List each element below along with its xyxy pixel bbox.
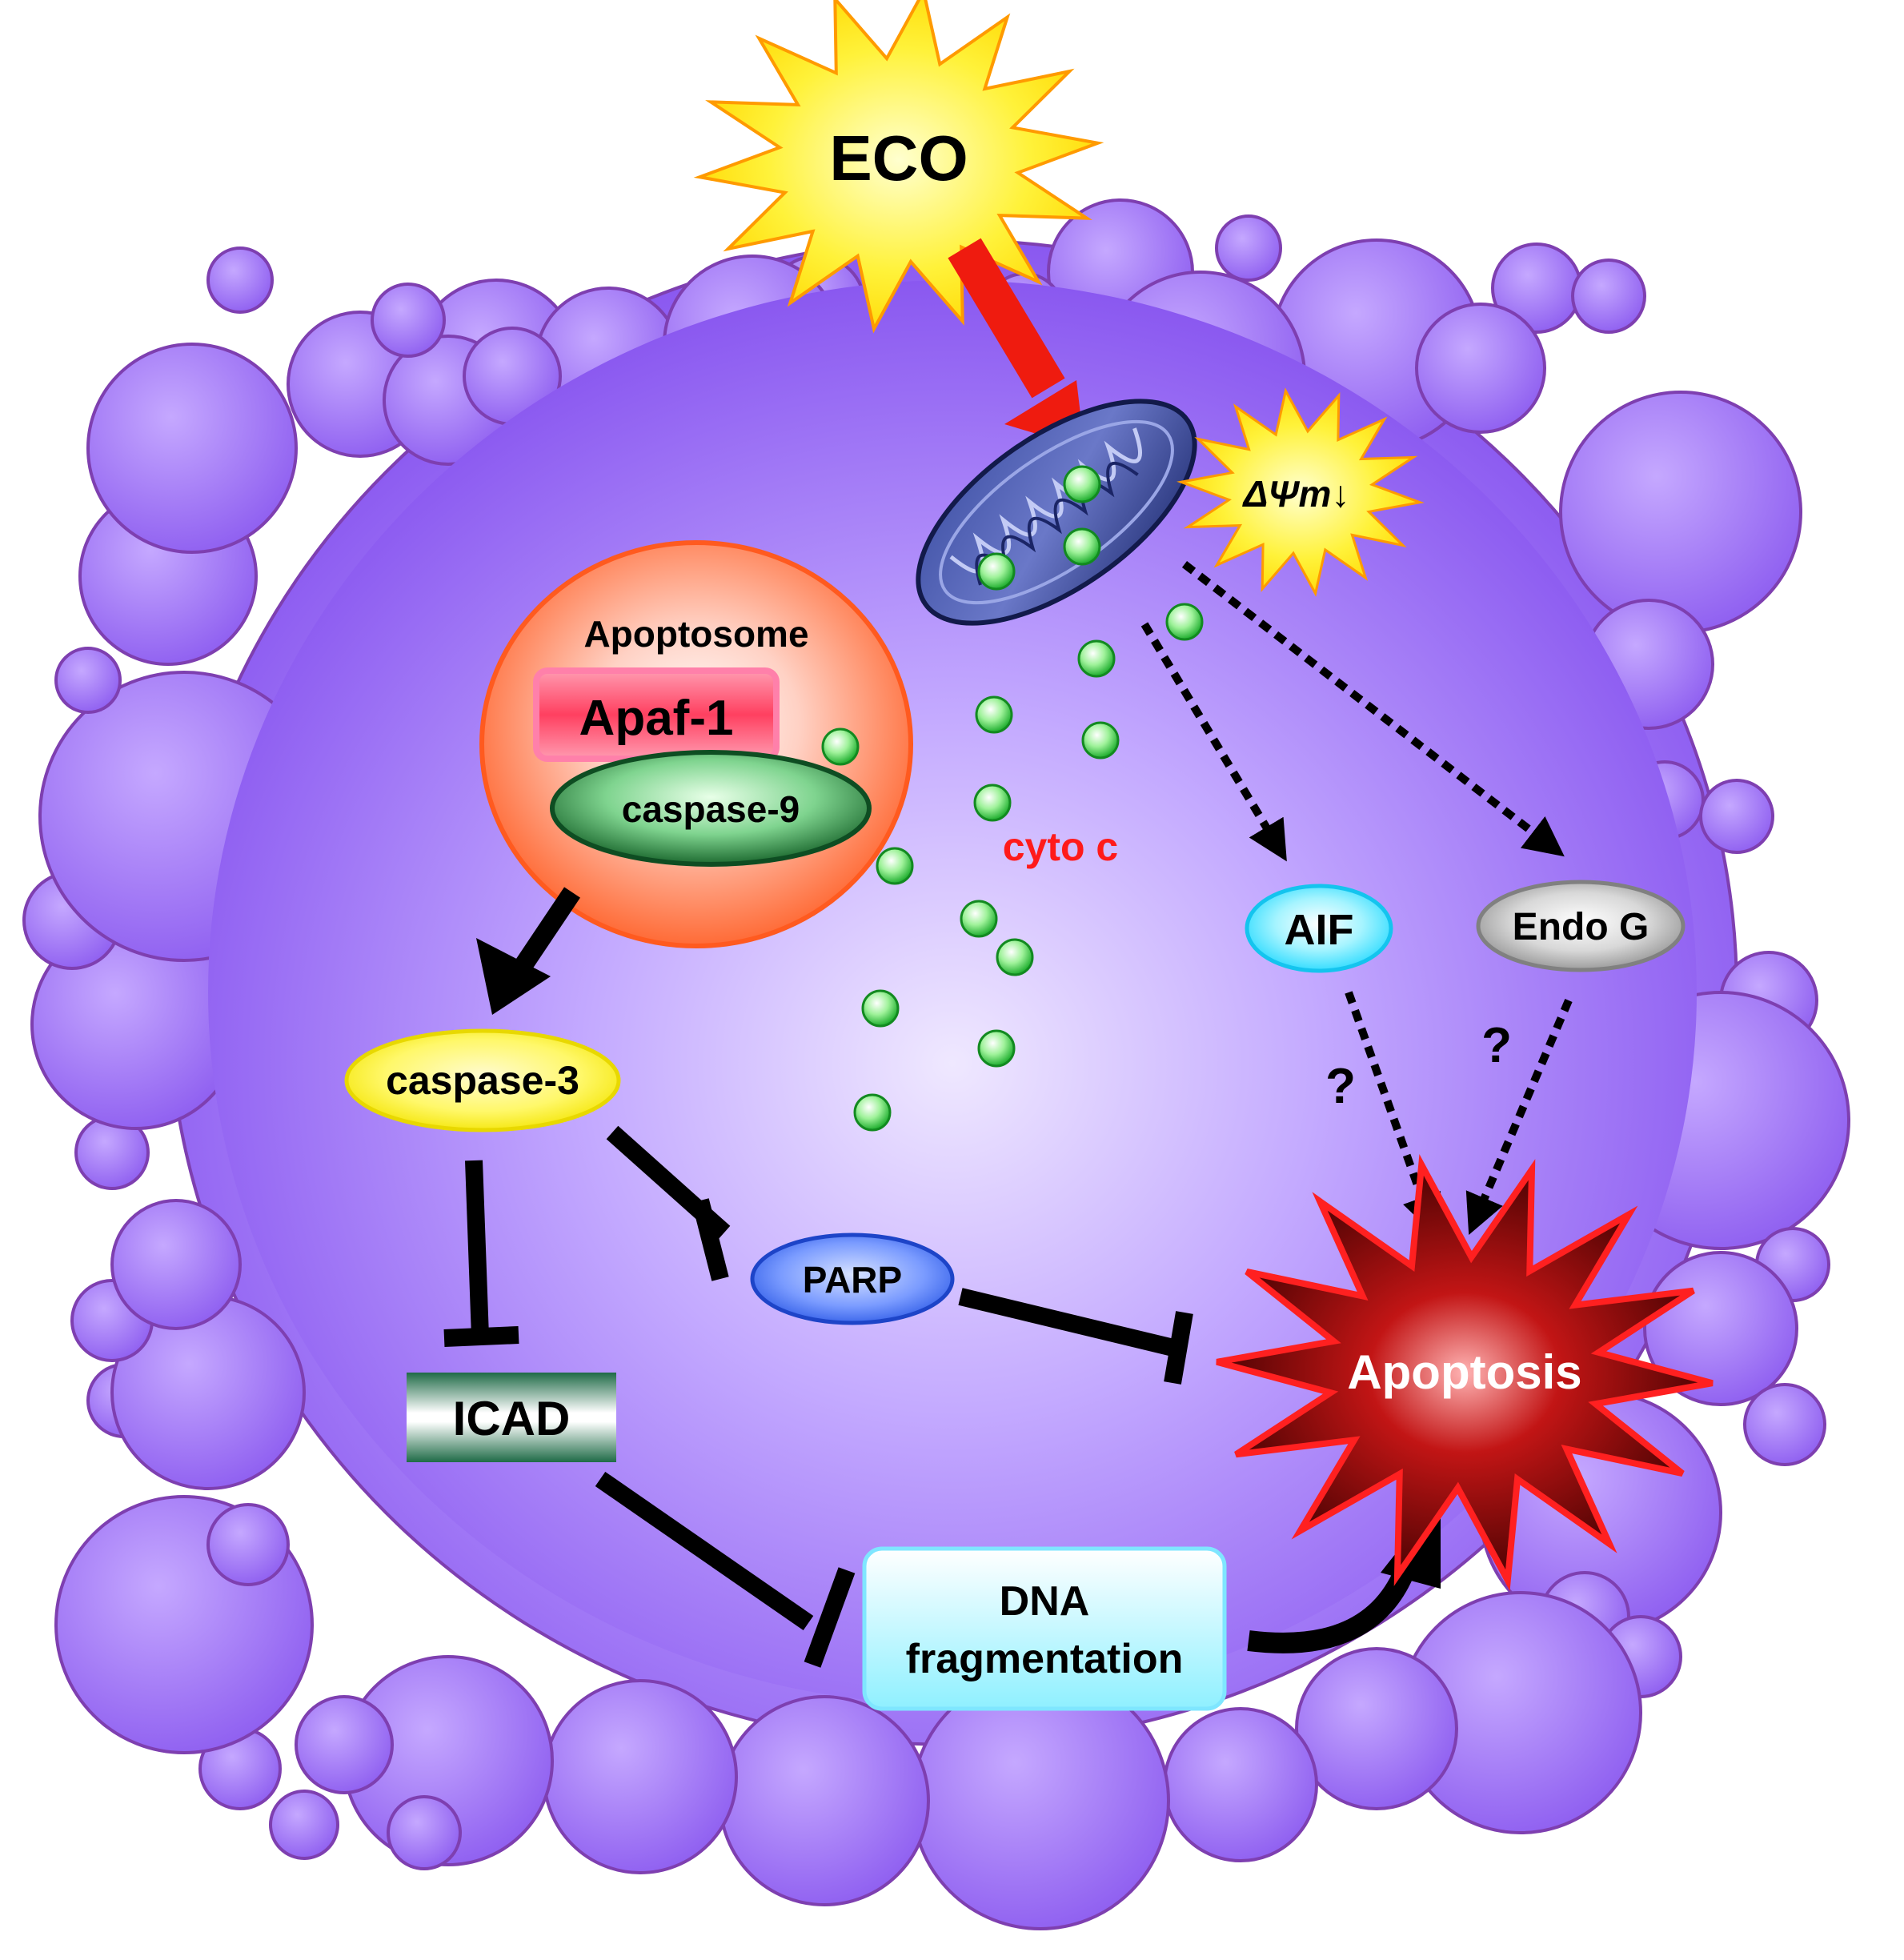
cyto-c-dot <box>821 727 860 766</box>
membrane-bleb <box>387 1795 462 1870</box>
membrane-bleb <box>1699 779 1774 854</box>
membrane-bleb <box>206 1503 290 1586</box>
membrane-bleb <box>911 1671 1170 1930</box>
apaf1-label: Apaf-1 <box>579 691 734 746</box>
membrane-bleb <box>1415 303 1546 434</box>
cyto-c-dot <box>977 552 1016 591</box>
cyto-c-dot <box>876 847 914 885</box>
membrane-bleb <box>719 1695 930 1906</box>
membrane-bleb <box>86 343 298 554</box>
membrane-bleb <box>1295 1647 1458 1810</box>
mito-release-arrows <box>1140 561 1573 1236</box>
cyto-c-dot <box>977 1029 1016 1068</box>
icad-node: ICAD <box>407 1373 616 1462</box>
cyto-c-dot <box>1165 603 1204 641</box>
caspase3-label: caspase-3 <box>386 1058 579 1103</box>
membrane-bleb <box>1559 391 1802 634</box>
apoptosis-label: Apoptosis <box>1347 1345 1581 1399</box>
cyto-c-dot <box>975 695 1013 734</box>
cyto-c-dot <box>1063 465 1101 503</box>
aif-uncertain-mark: ? <box>1325 1059 1356 1114</box>
cyto-c-dot <box>1081 721 1120 760</box>
cyto-c-dot <box>1077 639 1116 678</box>
eco-label: ECO <box>829 122 968 194</box>
endo-g-node: Endo G <box>1476 880 1686 972</box>
endo-g-uncertain-mark: ? <box>1481 1018 1512 1073</box>
apoptosome-label: Apoptosome <box>583 613 808 655</box>
cyto-c-molecules <box>821 465 1204 1132</box>
apoptosome-to-caspase3-arrow <box>476 887 580 1015</box>
dna-label-line1: DNA <box>1000 1578 1090 1625</box>
cyto-c-label: cyto c <box>1003 824 1119 869</box>
membrane-bleb <box>371 283 446 358</box>
aif-node: AIF <box>1245 884 1393 973</box>
apoptosis-outcome: Apoptosis <box>1216 1154 1714 1591</box>
eco-stimulus: ECO <box>693 0 1104 334</box>
aif-label: AIF <box>1285 906 1354 954</box>
caspase3-node: caspase-3 <box>344 1028 621 1132</box>
cyto-c-dot <box>996 938 1034 976</box>
apoptosome-complex: Apoptosome Apaf-1 caspase-9 <box>479 540 913 948</box>
cyto-c-dot <box>973 784 1012 822</box>
membrane-potential-burst-icon <box>1176 387 1425 597</box>
membrane-bleb <box>110 1199 242 1330</box>
membrane-bleb <box>295 1695 394 1794</box>
membrane-potential-label: ΔΨm↓ <box>1242 473 1350 515</box>
cyto-c-dot <box>853 1093 892 1132</box>
parp-node: PARP <box>750 1233 955 1325</box>
membrane-bleb <box>1163 1707 1318 1862</box>
cyto-c-dot <box>960 900 998 938</box>
parp-label: PARP <box>803 1259 902 1301</box>
dna-fragmentation-node: DNA fragmentation <box>862 1546 1227 1711</box>
membrane-bleb <box>1743 1383 1826 1466</box>
membrane-bleb <box>206 247 274 314</box>
membrane-potential-badge: ΔΨm↓ <box>1176 387 1425 597</box>
cyto-c-dot <box>861 989 900 1028</box>
endo-g-label: Endo G <box>1513 906 1649 948</box>
cyto-c-dot <box>1063 527 1101 566</box>
membrane-bleb <box>54 647 122 714</box>
membrane-bleb <box>269 1790 339 1860</box>
membrane-bleb <box>1215 214 1282 282</box>
icad-label: ICAD <box>453 1392 571 1445</box>
membrane-bleb <box>543 1679 738 1874</box>
inhibition-lines <box>443 1125 1193 1668</box>
membrane-bleb <box>1571 259 1646 334</box>
dna-label-line2: fragmentation <box>906 1636 1184 1682</box>
caspase9-label: caspase-9 <box>622 788 800 830</box>
apoptosis-burst-icon <box>1216 1154 1714 1591</box>
